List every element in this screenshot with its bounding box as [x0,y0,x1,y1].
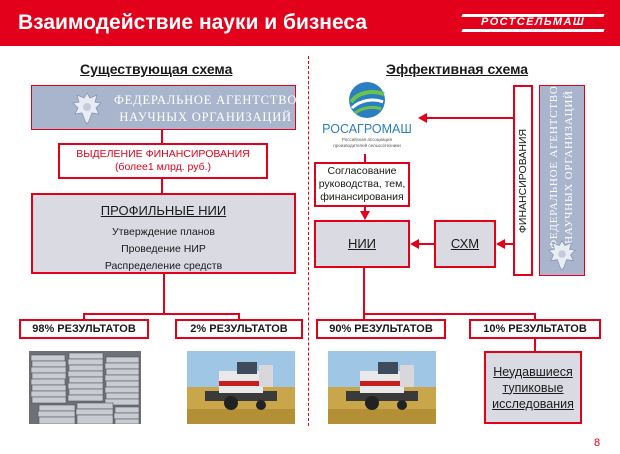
result-10-label: 10% РЕЗУЛЬТАТОВ [469,319,601,339]
slide-title: Взаимодействие науки и бизнеса [18,11,368,34]
agency-vertical-line2: НАУЧНЫХ ОРГАНИЗАЦИЙ [563,90,575,245]
nii-item: Проведение НИР [121,243,206,255]
failed-research-line2: тупиковые [502,380,564,395]
financing-vertical-box: ФИНАНСИРОВАНИЯ [513,85,533,276]
result-2-label: 2% РЕЗУЛЬТАТОВ [175,319,303,339]
approval-line2: руководства, тем, [318,178,406,190]
page-number: 8 [594,437,601,449]
approval-line3: финансирования [320,191,404,203]
result-98-label: 98% РЕЗУЛЬТАТОВ [19,319,149,339]
failed-research-box: Неудавшиеся тупиковые исследования [484,351,582,424]
funding-allocation-line2: (более1 млрд. руб.) [114,161,212,173]
combine-harvester-image [328,351,436,424]
nii-label: НИИ [347,236,377,251]
failed-research-line3: исследования [492,396,574,411]
profile-nii-box: ПРОФИЛЬНЫЕ НИИ Утверждение планов Провед… [31,193,296,274]
profile-nii-title: ПРОФИЛЬНЫЕ НИИ [100,203,227,218]
right-section-title: Эффективная схема [386,61,529,77]
agency-name-line1: ФЕДЕРАЛЬНОЕ АГЕНТСТВО [114,93,298,107]
skhm-label: СХМ [450,236,480,251]
failed-research-line1: Неудавшиеся [493,364,573,379]
agency-box-right: ФЕДЕРАЛЬНОЕ АГЕНТСТВО НАУЧНЫХ ОРГАНИЗАЦИ… [539,85,585,276]
nii-item: Утверждение планов [112,226,215,238]
result-90-label: 90% РЕЗУЛЬТАТОВ [316,319,446,339]
nii-box: НИИ [314,220,410,268]
rosagromash-logo: РОСАГРОМАШ Российская ассоциация произво… [318,80,416,154]
funding-allocation-box: ВЫДЕЛЕНИЕ ФИНАНСИРОВАНИЯ (более1 млрд. р… [58,143,268,179]
header-bar: Взаимодействие науки и бизнеса РОСТСЕЛЬМ… [0,0,620,46]
agency-box-left: ФЕДЕРАЛЬНОЕ АГЕНТСТВО НАУЧНЫХ ОРГАНИЗАЦИ… [31,85,296,130]
skhm-box: СХМ [434,220,496,268]
rosagromash-subtitle: Российская ассоциация производителей сел… [333,137,401,148]
eagle-emblem-icon [72,92,102,125]
financing-vertical-label: ФИНАНСИРОВАНИЯ [517,128,529,233]
combine-harvester-image [187,351,295,424]
scheme-divider [308,56,309,426]
nii-item: Распределение средств [104,260,223,272]
agency-name-line2: НАУЧНЫХ ОРГАНИЗАЦИЙ [119,110,292,124]
eagle-emblem-icon [547,240,577,271]
rosagromash-globe-icon [349,82,385,118]
rosagromash-name: РОСАГРОМАШ [322,122,412,136]
left-section-title: Существующая схема [80,61,233,77]
approval-line1: Согласование [327,165,397,177]
agency-vertical-line1: ФЕДЕРАЛЬНОЕ АГЕНТСТВО [548,85,560,249]
rostselmash-logo: РОСТСЕЛЬМАШ [461,14,605,32]
approval-box: Согласование руководства, тем, финансиро… [314,162,410,207]
funding-allocation-line1: ВЫДЕЛЕНИЕ ФИНАНСИРОВАНИЯ [76,148,250,160]
paper-stacks-image [29,351,141,424]
